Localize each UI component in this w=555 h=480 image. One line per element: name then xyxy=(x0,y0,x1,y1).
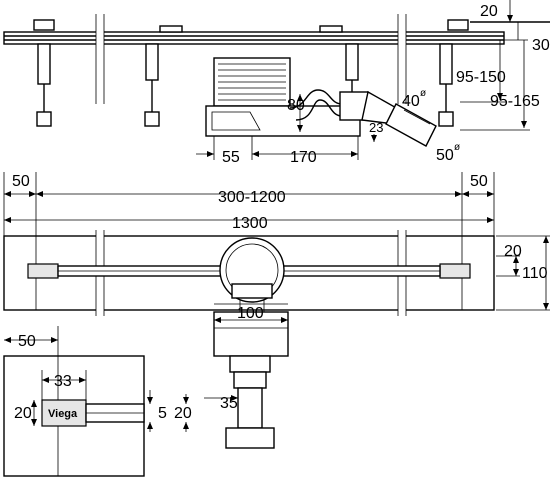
drain-trap xyxy=(205,57,437,147)
dim-angle-40: 40 xyxy=(402,93,420,110)
dim-top-step: 20 xyxy=(480,3,498,20)
dim-outlet-dia: 35 xyxy=(220,395,238,412)
dim-angle-40-dia: ø xyxy=(420,88,426,99)
dim-range-a: 95-150 xyxy=(456,69,506,86)
dim-trap-width: 170 xyxy=(290,149,317,166)
dim-outlet-offset: 23 xyxy=(369,120,383,135)
dim-angle-50-dia: ø xyxy=(454,142,460,153)
dim-right-margin: 50 xyxy=(470,173,488,190)
dim-logo-width: 33 xyxy=(54,373,72,390)
detail-view: 50 33 Viega 20 5 20 xyxy=(3,326,192,477)
dim-slot-width: 20 xyxy=(504,243,522,260)
dim-detail-slot: 20 xyxy=(174,405,192,422)
dim-logo-height: 20 xyxy=(14,405,32,422)
dim-height-total: 30 xyxy=(532,37,550,54)
dim-left-margin: 50 xyxy=(12,173,30,190)
dim-trap-height: 80 xyxy=(287,97,305,114)
dim-detail-margin: 50 xyxy=(18,333,36,350)
dim-channel-range: 300-1200 xyxy=(218,189,286,206)
dim-angle-50: 50 xyxy=(436,147,454,164)
dim-total-length: 1300 xyxy=(232,215,268,232)
dim-range-b: 95-165 xyxy=(490,93,540,110)
channel-profile xyxy=(3,31,505,45)
dim-gap: 5 xyxy=(158,405,167,422)
dim-trap-box: 100 xyxy=(237,305,264,322)
logo-viega: Viega xyxy=(48,408,78,420)
dim-left-offset: 55 xyxy=(222,149,240,166)
dim-total-width: 110 xyxy=(522,265,548,282)
side-view: 20 30 95-150 95-165 80 23 40 ø 50 ø 55 1… xyxy=(3,0,550,166)
top-view: 50 50 300-1200 1300 10 xyxy=(3,172,550,449)
